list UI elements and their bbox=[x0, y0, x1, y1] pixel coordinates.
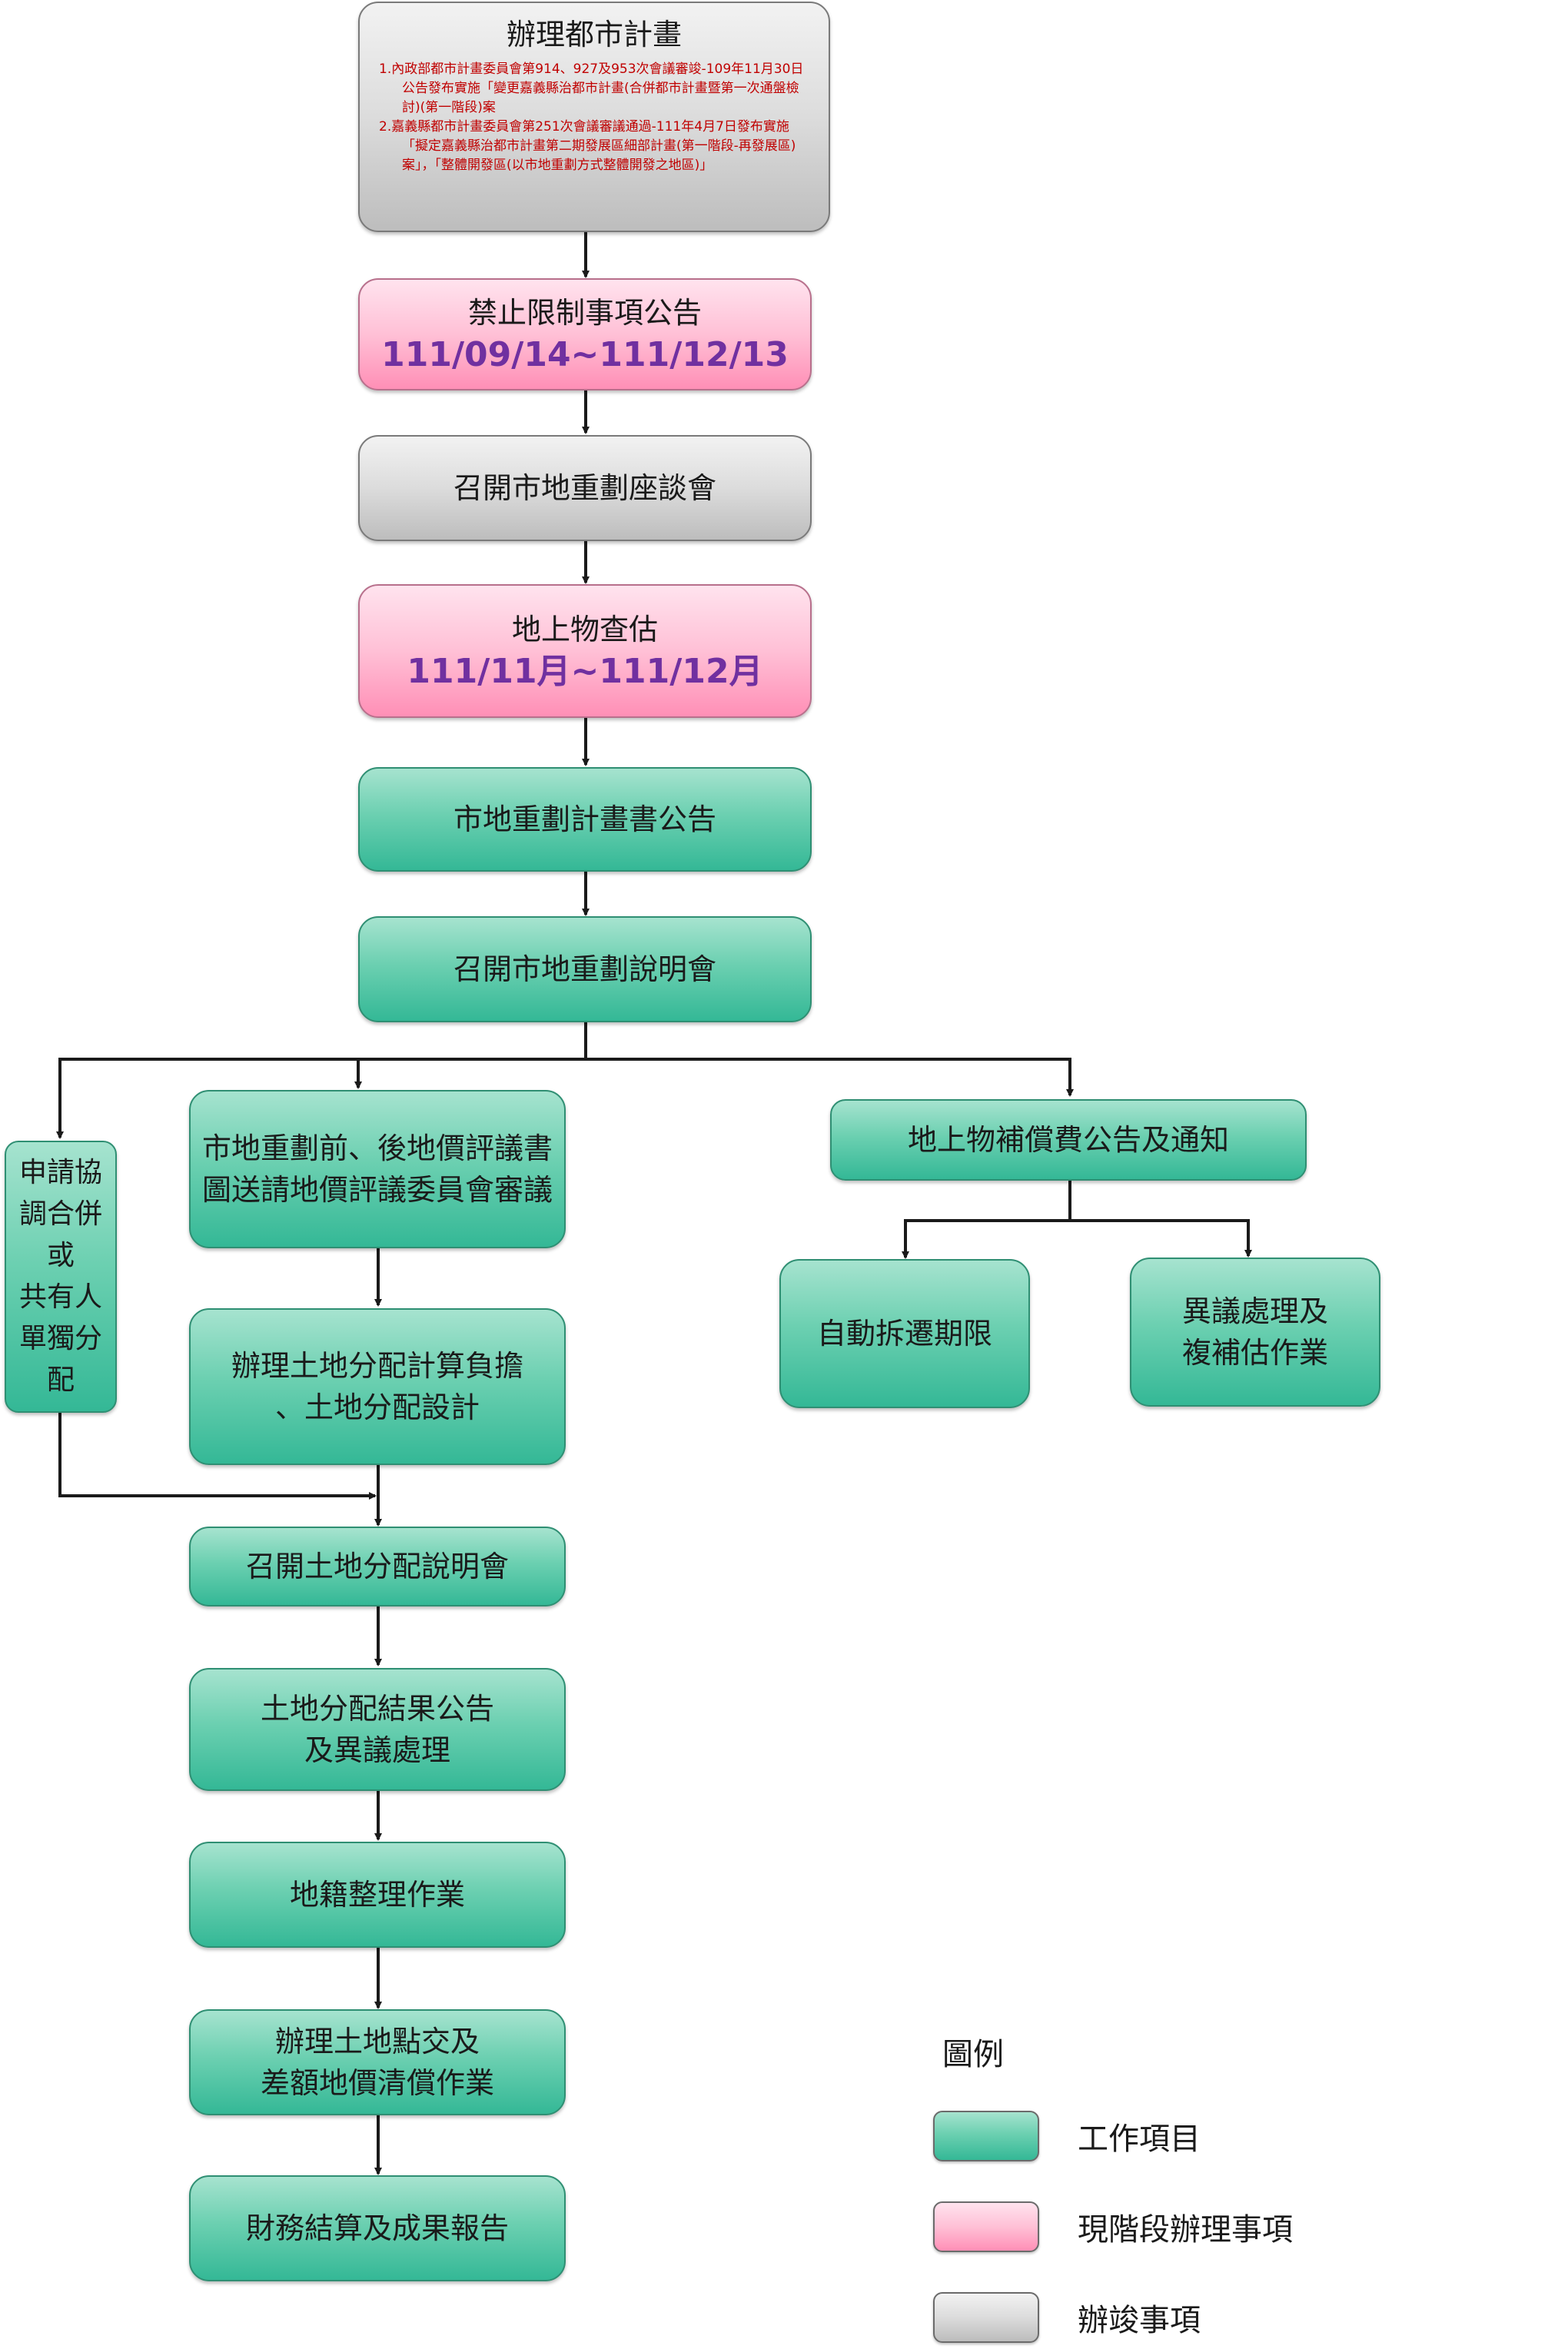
node-forum-title: 召開市地重劃座談會 bbox=[453, 471, 716, 505]
node-survey-title: 地上物查估 bbox=[511, 613, 658, 646]
node-handover: 辦理土地點交及 差額地價清償作業 bbox=[189, 2009, 566, 2115]
legend-label-current: 現階段辦理事項 bbox=[1078, 2212, 1293, 2248]
node-plan-notice: 市地重劃計畫書公告 bbox=[358, 767, 812, 872]
node-merge-apply-line-3: 或 bbox=[46, 1240, 75, 1271]
node-plan-notes: 1.內政部都市計畫委員會第914、927及953次會議審竣-109年11月30日… bbox=[379, 60, 809, 175]
node-self-demolish-title: 自動拆遷期限 bbox=[816, 1317, 992, 1351]
node-final: 財務結算及成果報告 bbox=[189, 2175, 566, 2281]
node-forum: 召開市地重劃座談會 bbox=[358, 435, 812, 541]
split-compensation bbox=[902, 1181, 1071, 1259]
node-plan-note-2: 2.嘉義縣都市計畫委員會第251次會議審議通過-111年4月7日發布實施「擬定嘉… bbox=[379, 119, 796, 173]
branch-bar bbox=[56, 1022, 587, 1139]
node-prohibit-date: 111/09/14~111/12/13 bbox=[381, 335, 789, 374]
node-allocation-result: 土地分配結果公告 及異議處理 bbox=[189, 1668, 566, 1791]
branch-to-compensation bbox=[586, 1058, 1074, 1097]
node-allocation-result-line-1: 土地分配結果公告 bbox=[260, 1692, 494, 1726]
node-merge-apply-line-2: 調合併 bbox=[18, 1198, 102, 1230]
node-land-value: 市地重劃前、後地價評議書 圖送請地價評議委員會審議 bbox=[189, 1090, 566, 1248]
node-land-value-line-2: 圖送請地價評議委員會審議 bbox=[201, 1173, 553, 1207]
node-allocation-briefing-title: 召開土地分配說明會 bbox=[245, 1550, 509, 1583]
legend-swatch-work bbox=[933, 2111, 1039, 2161]
node-allocation-result-line-2: 及異議處理 bbox=[304, 1733, 450, 1767]
node-objection: 異議處理及 複補估作業 bbox=[1130, 1258, 1380, 1407]
node-objection-line-2: 複補估作業 bbox=[1181, 1336, 1328, 1370]
legend-title: 圖例 bbox=[942, 2037, 1004, 2072]
node-final-title: 財務結算及成果報告 bbox=[245, 2211, 509, 2245]
node-cadastral-title: 地籍整理作業 bbox=[289, 1878, 465, 1912]
node-briefing: 召開市地重劃說明會 bbox=[358, 916, 812, 1022]
node-merge-apply-line-5: 單獨分 bbox=[18, 1323, 102, 1354]
legend-label-work: 工作項目 bbox=[1078, 2121, 1201, 2157]
arrow-merge-to-briefing bbox=[58, 1413, 377, 1500]
node-plan-note-1: 1.內政部都市計畫委員會第914、927及953次會議審竣-109年11月30日… bbox=[379, 61, 804, 115]
split-to-objection bbox=[1070, 1219, 1252, 1258]
node-survey-date: 111/11月~111/12月 bbox=[407, 652, 763, 691]
node-cadastral: 地籍整理作業 bbox=[189, 1842, 566, 1948]
node-survey: 地上物查估 111/11月~111/12月 bbox=[358, 584, 812, 718]
node-briefing-title: 召開市地重劃說明會 bbox=[453, 952, 716, 986]
legend-label-completed: 辦竣事項 bbox=[1078, 2303, 1201, 2338]
node-allocation-briefing: 召開土地分配說明會 bbox=[189, 1527, 566, 1606]
node-plan-notice-title: 市地重劃計畫書公告 bbox=[453, 802, 716, 836]
legend-swatch-completed bbox=[933, 2292, 1039, 2343]
node-plan: 辦理都市計畫 1.內政部都市計畫委員會第914、927及953次會議審竣-109… bbox=[358, 2, 830, 232]
node-plan-title: 辦理都市計畫 bbox=[506, 18, 682, 51]
legend-swatch-current bbox=[933, 2201, 1039, 2252]
node-compensation-title: 地上物補償費公告及通知 bbox=[907, 1123, 1229, 1157]
node-merge-apply: 申請協 調合併 或 共有人 單獨分 配 bbox=[5, 1141, 117, 1413]
node-allocation-calc-line-1: 辦理土地分配計算負擔 bbox=[231, 1349, 523, 1383]
node-handover-line-2: 差額地價清償作業 bbox=[260, 2066, 494, 2100]
node-allocation-calc-line-2: 、土地分配設計 bbox=[274, 1390, 480, 1424]
node-handover-line-1: 辦理土地點交及 bbox=[274, 2025, 480, 2058]
node-merge-apply-line-1: 申請協 bbox=[18, 1157, 102, 1188]
node-prohibit-title: 禁止限制事項公告 bbox=[467, 296, 702, 330]
node-objection-line-1: 異議處理及 bbox=[1181, 1294, 1328, 1328]
node-land-value-line-1: 市地重劃前、後地價評議書 bbox=[201, 1131, 553, 1165]
node-self-demolish: 自動拆遷期限 bbox=[779, 1259, 1030, 1408]
node-prohibit: 禁止限制事項公告 111/09/14~111/12/13 bbox=[358, 278, 812, 390]
node-merge-apply-line-6: 配 bbox=[46, 1364, 75, 1396]
node-compensation: 地上物補償費公告及通知 bbox=[830, 1099, 1307, 1181]
node-merge-apply-line-4: 共有人 bbox=[18, 1281, 102, 1313]
node-allocation-calc: 辦理土地分配計算負擔 、土地分配設計 bbox=[189, 1308, 566, 1465]
